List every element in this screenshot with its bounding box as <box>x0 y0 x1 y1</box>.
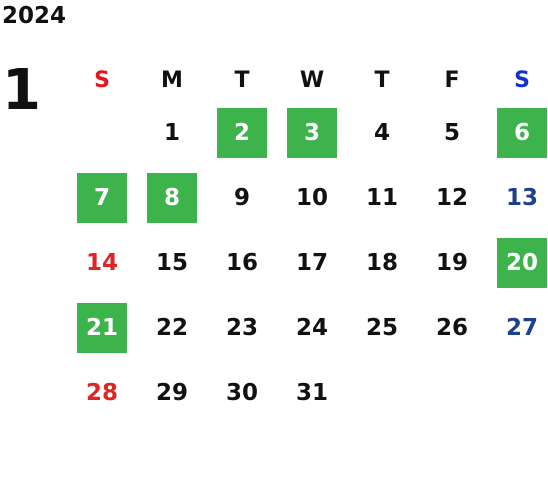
day-cell[interactable]: 12 <box>417 165 487 230</box>
day-cell[interactable]: 6 <box>487 100 548 165</box>
day-number: 16 <box>225 249 258 276</box>
day-cell[interactable]: 30 <box>207 360 277 425</box>
day-cell[interactable]: 9 <box>207 165 277 230</box>
weekday-header-thu: T <box>374 67 390 93</box>
day-cell[interactable]: 29 <box>137 360 207 425</box>
day-cell[interactable]: 5 <box>417 100 487 165</box>
day-cell[interactable]: 26 <box>417 295 487 360</box>
day-cell[interactable]: 19 <box>417 230 487 295</box>
day-cell[interactable]: 13 <box>487 165 548 230</box>
day-number: 17 <box>295 249 328 276</box>
day-number: 15 <box>155 249 188 276</box>
weekday-header-mon: M <box>161 67 183 93</box>
day-number: 14 <box>85 249 118 276</box>
highlighted-day: 8 <box>147 172 197 223</box>
day-cell[interactable]: 10 <box>277 165 347 230</box>
weekday-header-fri: F <box>444 67 460 93</box>
day-cell[interactable]: 21 <box>67 295 137 360</box>
day-number: 26 <box>435 314 468 341</box>
day-number: 18 <box>365 249 398 276</box>
day-number: 10 <box>295 184 328 211</box>
day-cell[interactable]: 20 <box>487 230 548 295</box>
day-cell[interactable]: 3 <box>277 100 347 165</box>
day-number: 1 <box>163 119 180 146</box>
day-number: 12 <box>435 184 468 211</box>
weekday-header-wed: W <box>299 67 325 93</box>
day-number: 13 <box>505 184 538 211</box>
day-cell[interactable]: 15 <box>137 230 207 295</box>
day-cell[interactable]: 25 <box>347 295 417 360</box>
highlighted-day: 20 <box>497 237 547 288</box>
day-cell[interactable]: 22 <box>137 295 207 360</box>
weekday-header-sat: S <box>514 67 530 93</box>
day-number: 23 <box>225 314 258 341</box>
day-number: 19 <box>435 249 468 276</box>
day-number: 9 <box>233 184 250 211</box>
day-number: 4 <box>373 119 390 146</box>
highlighted-day: 6 <box>497 107 547 158</box>
day-number: 11 <box>365 184 398 211</box>
day-cell[interactable]: 31 <box>277 360 347 425</box>
day-cell[interactable]: 27 <box>487 295 548 360</box>
day-number: 27 <box>505 314 538 341</box>
calendar-month: 1 <box>2 58 41 123</box>
day-cell[interactable]: 2 <box>207 100 277 165</box>
day-cell[interactable]: 17 <box>277 230 347 295</box>
day-cell[interactable]: 8 <box>137 165 207 230</box>
empty-day-cell <box>67 100 137 165</box>
day-cell[interactable]: 7 <box>67 165 137 230</box>
day-number: 25 <box>365 314 398 341</box>
calendar-year: 2024 <box>2 3 67 29</box>
highlighted-day: 7 <box>77 172 127 223</box>
day-cell[interactable]: 23 <box>207 295 277 360</box>
day-cell[interactable]: 14 <box>67 230 137 295</box>
highlighted-day: 2 <box>217 107 267 158</box>
day-number: 30 <box>225 379 258 406</box>
day-number: 28 <box>85 379 118 406</box>
day-number: 24 <box>295 314 328 341</box>
weekday-header-tue: T <box>234 67 250 93</box>
day-cell[interactable]: 4 <box>347 100 417 165</box>
day-number: 5 <box>443 119 460 146</box>
day-number: 31 <box>295 379 328 406</box>
day-cell[interactable]: 24 <box>277 295 347 360</box>
day-cell[interactable]: 1 <box>137 100 207 165</box>
day-cell[interactable]: 16 <box>207 230 277 295</box>
day-cell[interactable]: 11 <box>347 165 417 230</box>
day-cell[interactable]: 18 <box>347 230 417 295</box>
highlighted-day: 21 <box>77 302 127 353</box>
weekday-header-sun: S <box>94 67 110 93</box>
highlighted-day: 3 <box>287 107 337 158</box>
day-number: 22 <box>155 314 188 341</box>
day-number: 29 <box>155 379 188 406</box>
day-cell[interactable]: 28 <box>67 360 137 425</box>
